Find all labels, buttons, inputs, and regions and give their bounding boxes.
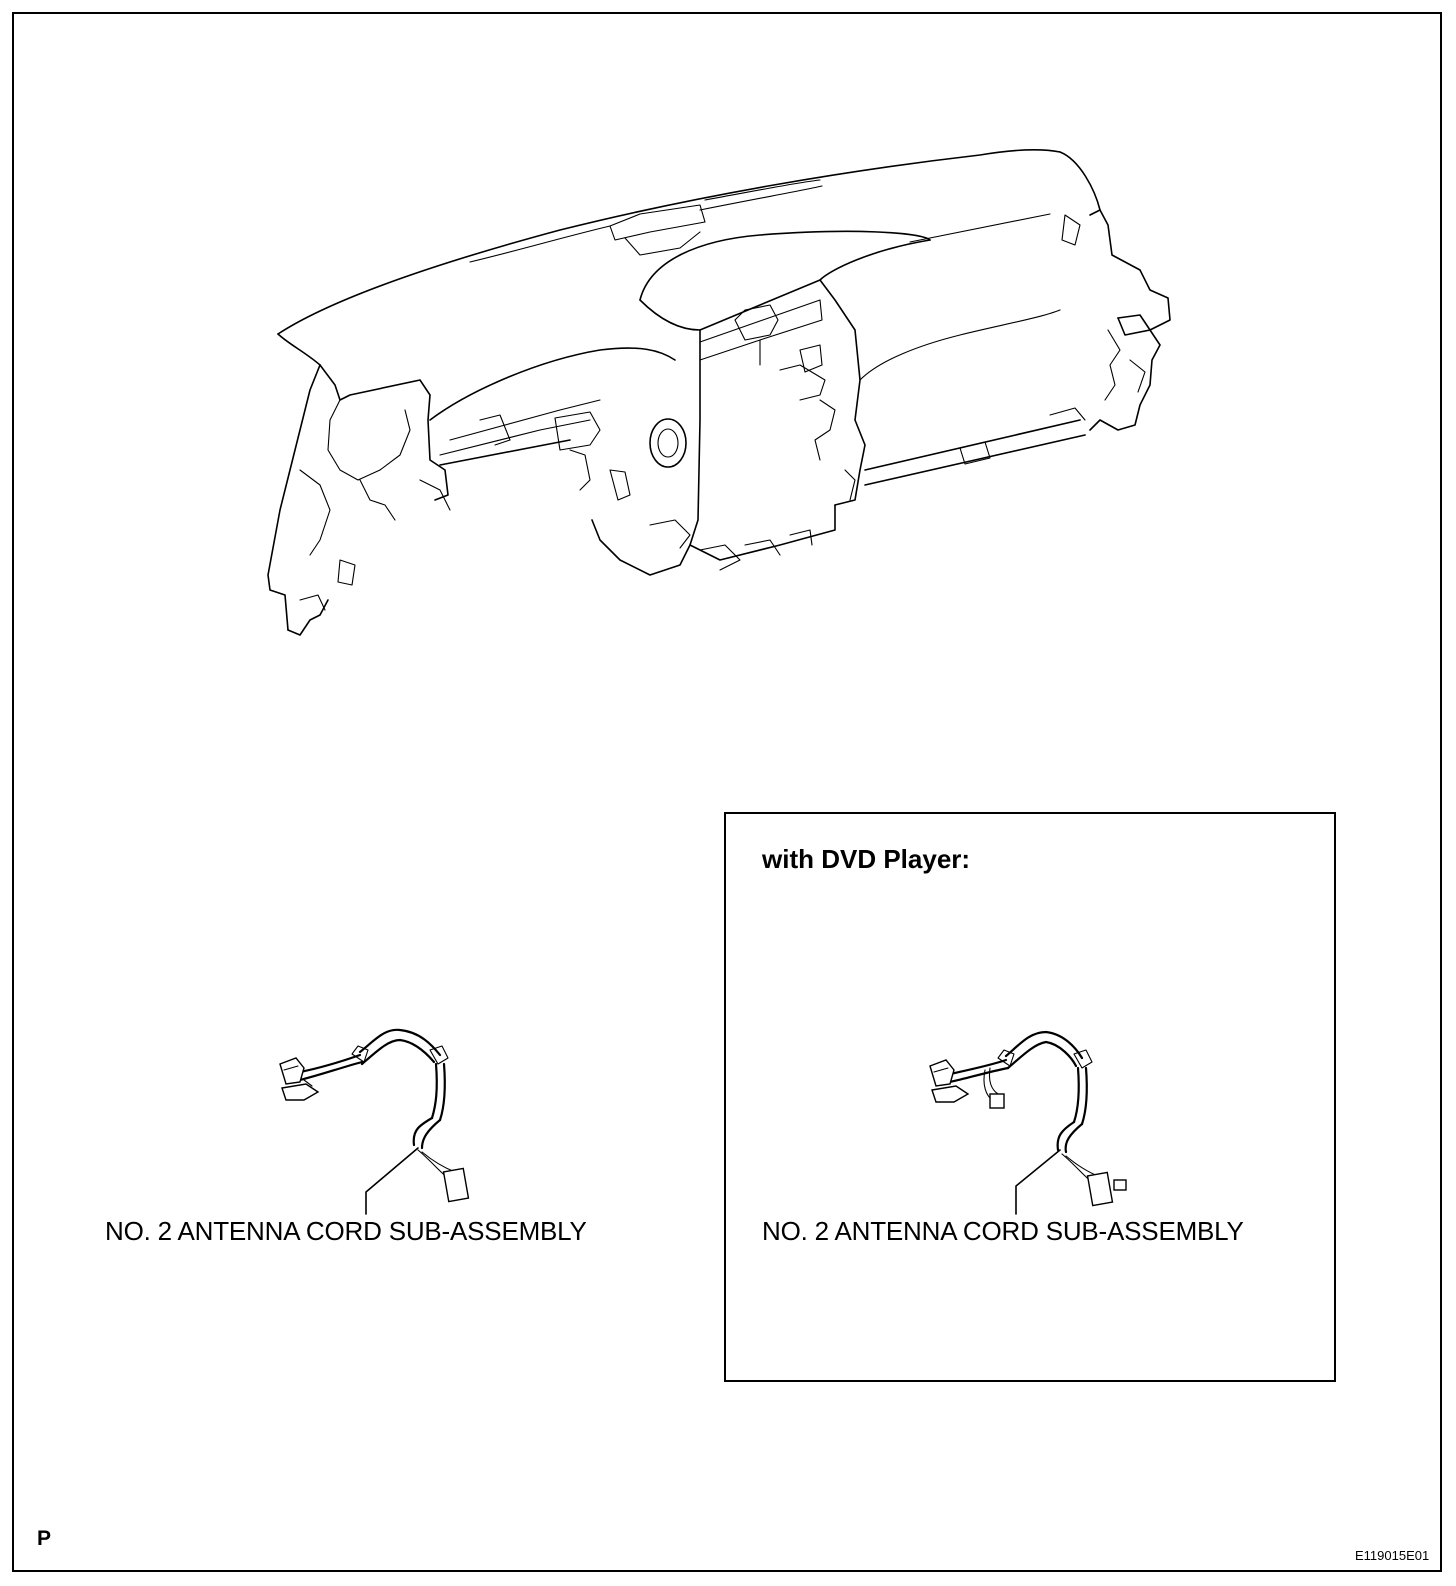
part-label-right: NO. 2 ANTENNA CORD SUB-ASSEMBLY [762,1216,1244,1246]
antenna-cord-right-drawing [929,1030,1127,1215]
instrument-panel-drawing [267,149,1171,636]
figure-code: E119015E01 [1355,1548,1430,1563]
inset-title: with DVD Player: [762,844,971,874]
dvd-player-inset-box [724,812,1336,1382]
part-label-left: NO. 2 ANTENNA CORD SUB-ASSEMBLY [105,1216,587,1246]
antenna-cord-left-drawing [279,1028,470,1215]
figure-frame [12,12,1442,1572]
page-letter: P [37,1527,52,1550]
